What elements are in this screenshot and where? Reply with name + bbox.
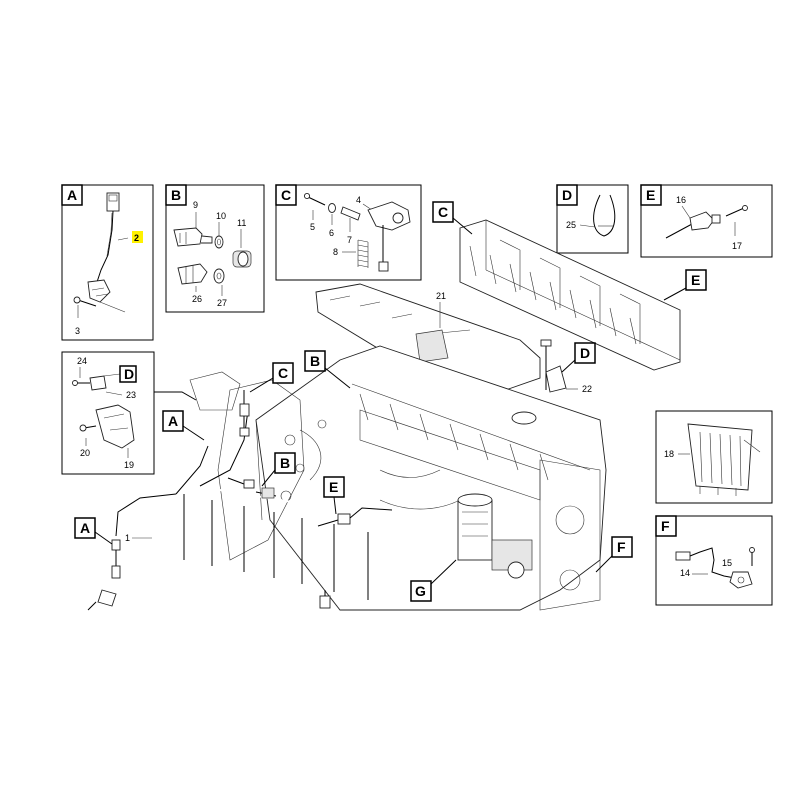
cam-sensor-icon bbox=[87, 279, 111, 303]
part-number-3[interactable]: 3 bbox=[75, 326, 80, 336]
part-number-17[interactable]: 17 bbox=[732, 241, 742, 251]
callout-d-bracket[interactable]: D bbox=[580, 345, 590, 361]
callout-e-sensor[interactable]: E bbox=[329, 479, 338, 495]
callout-g-filter[interactable]: G bbox=[415, 583, 426, 599]
part-number-4[interactable]: 4 bbox=[356, 195, 361, 205]
panel-d-label: D bbox=[562, 187, 572, 203]
callout-e-manifold[interactable]: E bbox=[691, 272, 700, 288]
pressure-sensor-icon bbox=[729, 571, 753, 589]
part-number-1[interactable]: 1 bbox=[125, 533, 130, 543]
temp-sensor-icon bbox=[689, 211, 715, 231]
sensor-icon bbox=[173, 227, 203, 247]
part-number-10[interactable]: 10 bbox=[216, 211, 226, 221]
part-number-16[interactable]: 16 bbox=[676, 195, 686, 205]
panel-ecu: 18 bbox=[655, 410, 773, 504]
part-number-11[interactable]: 11 bbox=[237, 218, 246, 228]
actuator-icon bbox=[367, 201, 411, 231]
part-number-15[interactable]: 15 bbox=[722, 558, 732, 568]
panel-e-label: E bbox=[646, 187, 655, 203]
callouts: C E B D C A B E A F bbox=[74, 201, 707, 602]
callout-b-sensor[interactable]: B bbox=[280, 455, 290, 471]
callout-f-block[interactable]: F bbox=[617, 539, 626, 555]
part-number-26[interactable]: 26 bbox=[192, 294, 202, 304]
panel-b-label: B bbox=[171, 187, 181, 203]
part-number-23[interactable]: 23 bbox=[126, 390, 136, 400]
part-number-14[interactable]: 14 bbox=[680, 568, 690, 578]
part-number-8[interactable]: 8 bbox=[333, 247, 338, 257]
part-number-27[interactable]: 27 bbox=[217, 298, 227, 308]
part-number-7[interactable]: 7 bbox=[347, 235, 352, 245]
ecu-icon bbox=[687, 423, 753, 491]
panel-a: A 3 2 bbox=[61, 184, 154, 341]
panel-a-label: A bbox=[67, 187, 77, 203]
part-number-2[interactable]: 2 bbox=[134, 233, 139, 243]
part-number-6[interactable]: 6 bbox=[329, 228, 334, 238]
panel-f: F 15 14 bbox=[655, 515, 773, 606]
callout-b-head[interactable]: B bbox=[310, 353, 320, 369]
panel-f-label: F bbox=[661, 518, 670, 534]
engine-assembly: 21 22 bbox=[87, 219, 681, 611]
part-number-20[interactable]: 20 bbox=[80, 448, 90, 458]
part-number-5[interactable]: 5 bbox=[310, 222, 315, 232]
cable-tie-icon bbox=[593, 194, 616, 237]
part-number-9[interactable]: 9 bbox=[193, 200, 198, 210]
panel-d: D 25 bbox=[556, 184, 629, 254]
bracket-ref-d: D bbox=[124, 366, 134, 382]
panel-c: C 4 5 6 7 8 bbox=[275, 184, 422, 281]
callout-c-sensor[interactable]: C bbox=[278, 365, 288, 381]
part-number-24[interactable]: 24 bbox=[77, 356, 87, 366]
part-number-19[interactable]: 19 bbox=[124, 460, 134, 470]
highlight-marker bbox=[132, 231, 143, 243]
callout-a-harness[interactable]: A bbox=[80, 520, 90, 536]
panel-b: B 9 10 11 26 27 bbox=[165, 184, 265, 313]
panel-bracket: 24 D 23 20 19 bbox=[61, 351, 241, 475]
panel-c-label: C bbox=[281, 187, 291, 203]
part-number-18[interactable]: 18 bbox=[664, 449, 674, 459]
part-number-21[interactable]: 21 bbox=[436, 291, 446, 301]
callout-c-manifold[interactable]: C bbox=[438, 204, 448, 220]
panel-e: E 16 17 bbox=[640, 184, 773, 258]
callout-a-sensor[interactable]: A bbox=[168, 413, 178, 429]
part-number-22[interactable]: 22 bbox=[582, 384, 592, 394]
part-number-25[interactable]: 25 bbox=[566, 220, 576, 230]
bracket-icon bbox=[95, 404, 135, 449]
oil-filter-icon bbox=[457, 499, 493, 561]
